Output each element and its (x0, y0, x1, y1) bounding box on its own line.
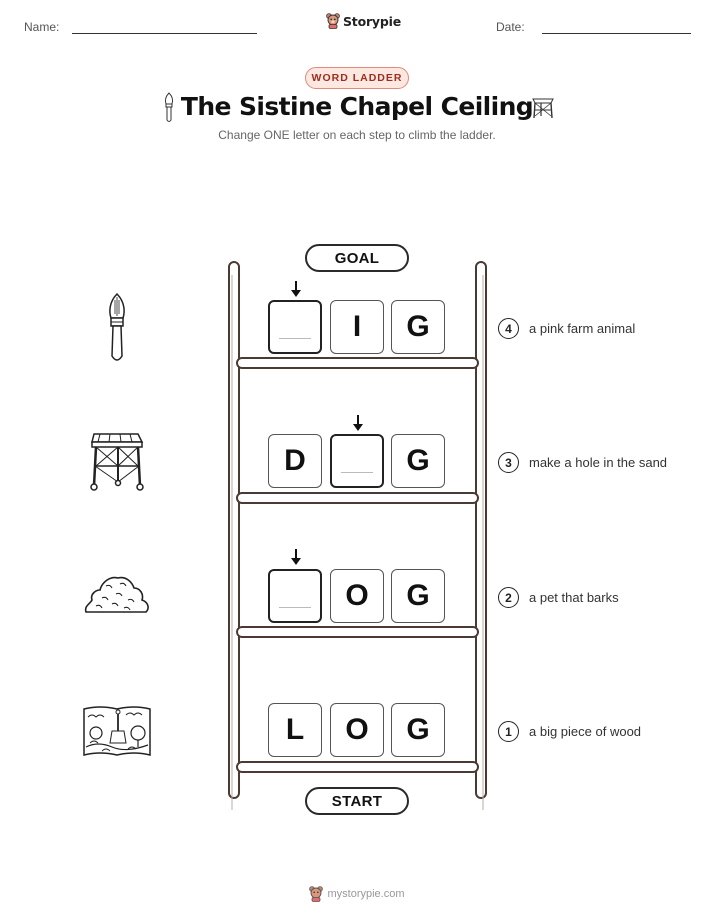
paintbrush-icon (164, 92, 174, 122)
letter-tile: G (391, 569, 445, 623)
arrow-down-icon (291, 549, 301, 565)
footer-url[interactable]: mystorypie.com (327, 888, 405, 900)
page-title: The Sistine Chapel Ceiling (180, 92, 534, 121)
clue-text: a pet that barks (529, 590, 619, 605)
activity-badge: WORD LADDER (305, 67, 409, 89)
start-label: START (305, 787, 409, 815)
brand-name: Storypie (343, 13, 401, 29)
letter-tile: I (330, 300, 384, 354)
paintbrush-icon (109, 292, 125, 361)
name-label: Name: (24, 20, 60, 34)
clue-text: make a hole in the sand (529, 455, 668, 470)
letter-tile: G (391, 703, 445, 757)
scaffold-icon (532, 98, 554, 119)
step-number: 2 (498, 587, 519, 608)
name-line[interactable] (72, 33, 257, 34)
brand-logo: Storypie (326, 13, 401, 29)
letter-tile: L (268, 703, 322, 757)
step-number: 4 (498, 318, 519, 339)
goal-label: GOAL (305, 244, 409, 272)
letter-blank[interactable] (330, 434, 384, 488)
date-line[interactable] (542, 33, 691, 34)
letter-tile: D (268, 434, 322, 488)
instructions: Change ONE letter on each step to climb … (218, 128, 496, 142)
arrow-down-icon (353, 415, 363, 431)
step-number: 1 (498, 721, 519, 742)
letter-tile: O (330, 569, 384, 623)
letter-blank[interactable] (268, 300, 322, 354)
fresco-landscape-icon (83, 706, 151, 756)
letter-tile: O (330, 703, 384, 757)
step-number: 3 (498, 452, 519, 473)
clue-text: a pink farm animal (529, 321, 636, 336)
letter-tile: G (391, 300, 445, 354)
letter-tile: G (391, 434, 445, 488)
footer: mystorypie.com (0, 886, 714, 902)
clue-text: a big piece of wood (529, 724, 642, 739)
bear-mascot-icon (309, 886, 324, 902)
arrow-down-icon (291, 281, 301, 297)
date-label: Date: (496, 20, 525, 34)
bear-mascot-icon (326, 13, 340, 29)
letter-blank[interactable] (268, 569, 322, 623)
scaffold-icon (90, 433, 144, 491)
plaster-pile-icon (84, 576, 149, 613)
